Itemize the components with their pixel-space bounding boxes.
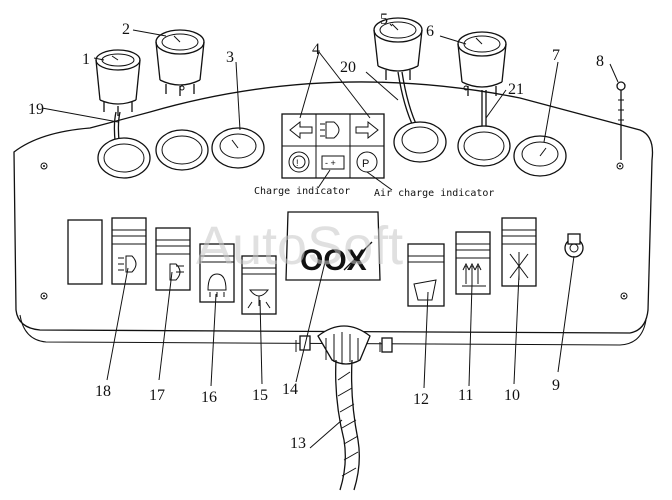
- svg-text:P: P: [362, 158, 369, 170]
- switch-17: [155, 227, 191, 291]
- gauge-6: [457, 31, 507, 96]
- callout-11: 11: [458, 387, 473, 404]
- turn-left-arrow-icon: [289, 120, 313, 140]
- callout-19: 19: [28, 101, 44, 118]
- callout-21: 21: [508, 81, 524, 98]
- switch-11: [455, 231, 491, 295]
- callout-15: 15: [252, 387, 268, 404]
- callout-13: 13: [290, 435, 306, 452]
- logo-text: OOX: [300, 244, 367, 277]
- brake-warning-icon: [288, 151, 310, 173]
- callout-17: 17: [149, 387, 165, 404]
- callout-20: 20: [340, 59, 356, 76]
- callout-1: 1: [82, 51, 90, 68]
- gauge-2: [155, 29, 205, 96]
- switch-18: [111, 217, 147, 285]
- callout-7: 7: [552, 47, 560, 64]
- charge-indicator-caption: Charge indicator: [254, 186, 350, 197]
- callout-2: 2: [122, 21, 130, 38]
- logo-plate: [285, 211, 381, 281]
- gauge-1: [95, 49, 141, 116]
- rotary-knob-9: [564, 233, 584, 258]
- switch-12: [407, 243, 445, 307]
- battery-icon: [321, 155, 345, 170]
- callout-6: 6: [426, 23, 434, 40]
- blank-plate: [67, 219, 103, 285]
- callout-18: 18: [95, 383, 111, 400]
- leader-lines: [41, 23, 619, 449]
- gauge-5: [373, 17, 423, 80]
- callout-12: 12: [413, 391, 429, 408]
- panel-openings: [97, 121, 567, 179]
- callout-4: 4: [312, 41, 320, 58]
- watermark: AutoSoft: [196, 216, 403, 276]
- switch-15: [241, 255, 277, 315]
- callout-16: 16: [201, 389, 217, 406]
- svg-text:!: !: [296, 158, 299, 168]
- bolt-8: [616, 81, 626, 160]
- callout-14: 14: [282, 381, 298, 398]
- callout-3: 3: [226, 49, 234, 66]
- turn-right-arrow-icon: [355, 120, 379, 140]
- callout-8: 8: [596, 53, 604, 70]
- switch-row: [67, 211, 584, 315]
- callout-5: 5: [380, 11, 388, 28]
- indicator-cluster: ! - + P: [281, 113, 385, 179]
- air-charge-indicator-caption: Air charge indicator: [374, 188, 494, 199]
- wiring-harness-13: [317, 325, 371, 491]
- headlamp-icon: [325, 121, 340, 139]
- callout-9: 9: [552, 377, 560, 394]
- callout-10: 10: [504, 387, 520, 404]
- svg-text:- +: - +: [325, 158, 336, 168]
